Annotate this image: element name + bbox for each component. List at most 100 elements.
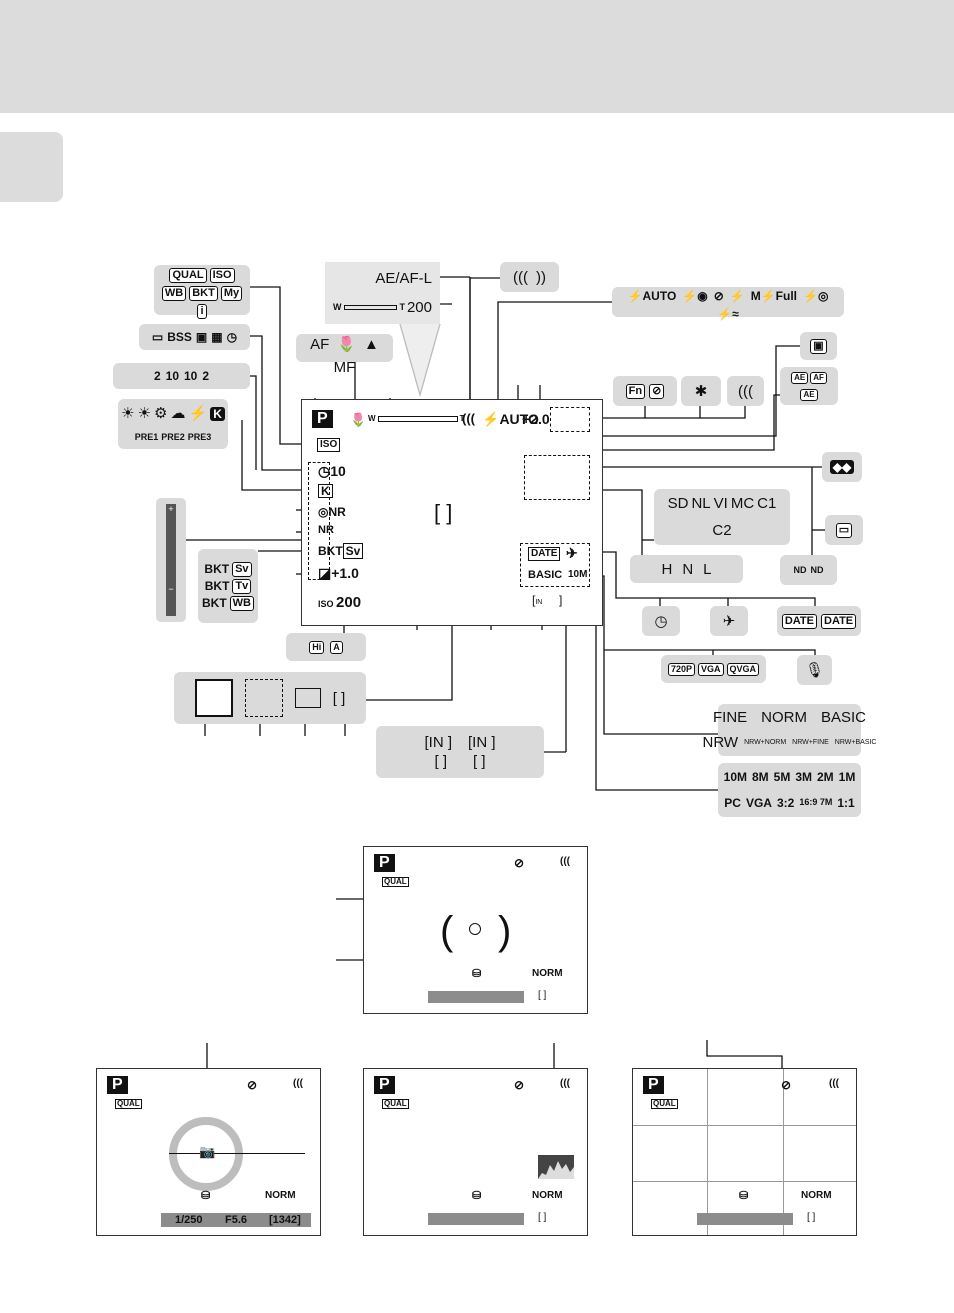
af-lock-icon: AF [810,371,827,384]
bkt-label: BKT [204,562,230,576]
mini1-memory-icon: ⛁ [472,968,482,980]
movie-720p-icon: 720P [667,662,695,676]
mini4-norm-label: NORM [801,1190,832,1201]
zoom-wide-label: W [333,301,342,312]
timer-2-icon: 2 [153,369,161,383]
exposure-comp-top: +2.0 [522,411,550,427]
fn-icon: Fn [625,383,646,399]
remote-10-icon: 10 [184,369,198,383]
mini4-grid-v2 [783,1069,784,1235]
multi-16-icon: ▦ [211,330,223,344]
mini4-flash-off-icon: ⊘ [781,1078,792,1092]
af-single-box: ▣ [800,332,837,360]
color-sd-icon: SD [667,495,689,513]
bkt-modes-box: BKT Sv BKT Tv BKT WB [198,549,258,623]
flash-slow-icon: ⚡◎ [803,289,829,303]
afae-box: AE AF AE [780,367,838,405]
wb-modes-box: ☀ ☀ ⚙ ☁ ⚡ K PRE1 PRE2 PRE3 [118,399,228,449]
quality-nrw-fine: NRW+FINE [792,738,829,746]
vr-box: ((( [727,376,764,406]
nr-indicator: ◎NR [318,505,346,519]
mini2-horizon-line [169,1153,305,1154]
flash-indicator: ⚡AUTO [482,411,539,427]
mini2-remaining: [1342] [269,1214,301,1226]
color-vi-icon: VI [713,495,728,513]
mini2-norm-label: NORM [265,1190,296,1201]
size-pc: PC [724,795,741,810]
focus-modes-box: AF 🌷 ▲ MF [296,334,393,375]
left-dashed-group [308,462,330,580]
macro-icon: 🌷 [337,336,356,353]
size-16-9: 16:9 7M [799,797,833,808]
af-icon: AF [310,336,330,353]
mini3-norm-label: NORM [532,1190,563,1201]
memory-indicator: [IN ] [532,593,563,607]
flash-modes-box: ⚡AUTO ⚡◉ ⊘ ⚡ M⚡Full ⚡◎ ⚡≈ [612,287,844,320]
zoom-tele-label: T [399,301,405,312]
zoom-w-label: W [368,414,376,423]
size-10m: 10M [723,770,747,785]
d-lighting-box: ◆◆ [822,452,862,482]
mf-icon: MF [333,359,356,376]
mini1-flash-off-icon: ⊘ [514,856,525,870]
bkt-icon: BKT [189,286,218,301]
size-3-2: 3:2 [776,795,795,810]
pre2-icon: PRE2 [161,431,185,442]
d-lighting-icon: ◆◆ [829,460,855,474]
mini4-qual-icon: QUAL [651,1099,678,1109]
microphone-icon: 🎙 [804,661,825,679]
size-8m: 8M [751,770,769,785]
size-5m: 5M [773,770,791,785]
continuous-icon: ▭ [151,330,164,344]
mini-screen-level: P QUAL ⊘ ((( 📷 ⛁ NORM 1/250 F5.6 [1342] [96,1068,321,1236]
exposure-comp-indicator: ◪+1.0 [318,565,359,581]
motion-detect-icon: ✱ [694,382,708,400]
iso-value: 200 [336,594,362,611]
exposure-scale-bar: +− [166,504,176,616]
zoom-indicator-monitor: W T [368,415,464,423]
nd-filter-box: ND ND [780,555,837,585]
mini2-status-bar [161,1213,311,1227]
mini1-mode-badge: P [374,854,395,872]
iso-modes-box: Hi A [286,633,366,661]
header-band [0,0,954,113]
vr-small-icon: ((( [738,382,753,400]
noise-reduction-box: H N L [630,555,743,583]
mini4-counter-bracket: [ ] [807,1212,816,1223]
mini2-vr-icon: ((( [293,1078,303,1089]
tv-icon: Tv [232,578,252,594]
cloudy-icon: ☁ [170,405,186,423]
self-timer-indicator: ◷10 [318,463,346,479]
pre3-icon: PRE3 [187,431,212,442]
mini4-grid-h1 [633,1125,856,1126]
memory-row-1: [IN ] [IN ] [424,735,495,750]
mini1-qual-icon: QUAL [382,877,409,887]
size-vga: VGA [745,795,772,810]
iso-hi-icon: Hi [309,640,325,654]
flash-redeye-icon: ⚡◉ [682,289,708,303]
fn-box: Fn ⊘ [613,376,677,406]
zoom-bar [343,304,398,310]
chapter-tab [0,132,63,202]
vr-icon: ((( [513,268,528,286]
color-dashed-group [524,455,590,500]
travel-indicator-icon: ✈ [566,545,578,561]
zoom-track [377,416,458,422]
size-1-1: 1:1 [837,795,855,810]
color-modes-box: SD NL VI MC C1 C2 [654,489,790,545]
mini2-shutter: 1/250 [175,1214,203,1226]
mini3-status-bar [428,1213,524,1225]
exposure-scale: +− [156,498,186,622]
zoom-indicator: W T 200 [333,300,432,315]
interval-icon: ◷ [226,330,238,344]
sv-indicator: Sv [342,543,364,559]
mini-screen-grid-focus: P QUAL ⊘ ((( ( ) ⛁ NORM [ ] [363,846,588,1014]
wb-bkt-icon: WB [229,595,254,611]
mini2-level-ring [169,1117,243,1191]
bkt-tv-row: BKT Tv [205,578,252,594]
mini-screen-histogram: P QUAL ⊘ ((( ⛁ NORM [ ] [363,1068,588,1236]
card-wide-icon: [ ] [473,753,486,770]
af-full-frame-icon [194,679,233,717]
focus-area-bracket: [ ] [434,500,453,525]
airplane-icon: ✈ [722,612,736,630]
